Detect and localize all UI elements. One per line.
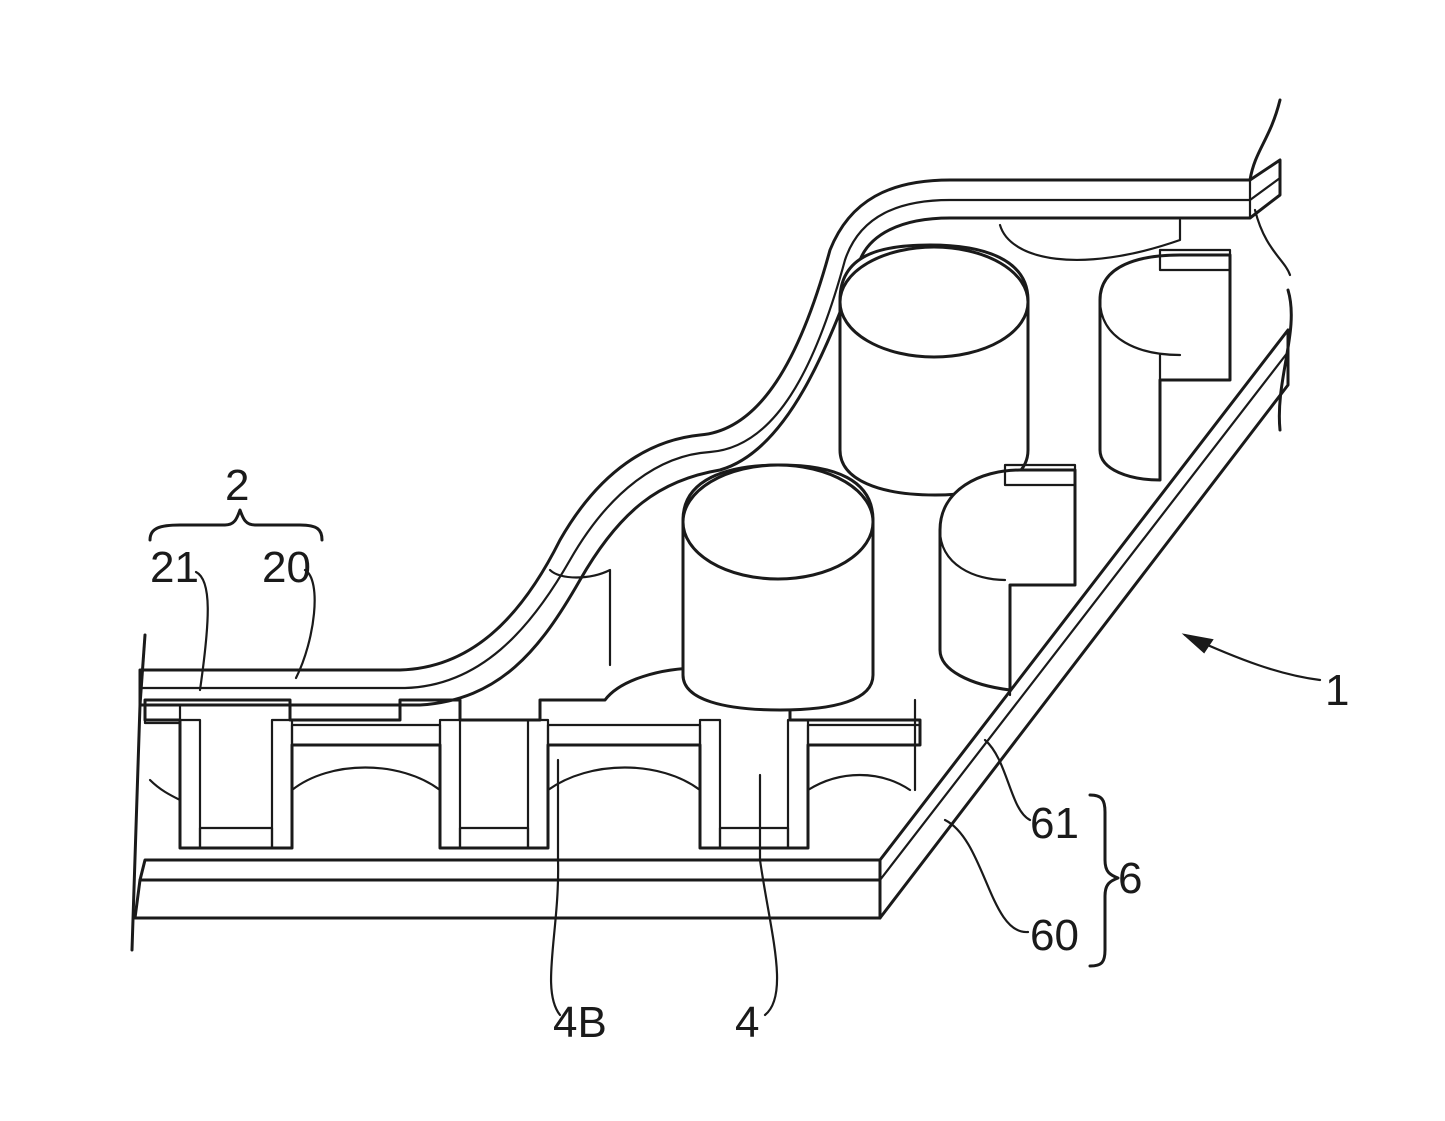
cell-right-front <box>940 470 1075 690</box>
brace-2 <box>150 510 322 540</box>
label-4B: 4B <box>553 998 607 1047</box>
layer-61-front <box>140 860 880 880</box>
label-20: 20 <box>262 543 311 592</box>
brace-6 <box>1090 795 1118 966</box>
label-2: 2 <box>225 461 249 510</box>
cells <box>550 210 1290 790</box>
cell-back-right <box>1100 255 1230 480</box>
label-4: 4 <box>735 998 759 1047</box>
label-61: 61 <box>1030 799 1079 848</box>
label-21: 21 <box>150 543 199 592</box>
label-1: 1 <box>1325 666 1349 715</box>
label-60: 60 <box>1030 911 1079 960</box>
label-6: 6 <box>1118 854 1142 903</box>
